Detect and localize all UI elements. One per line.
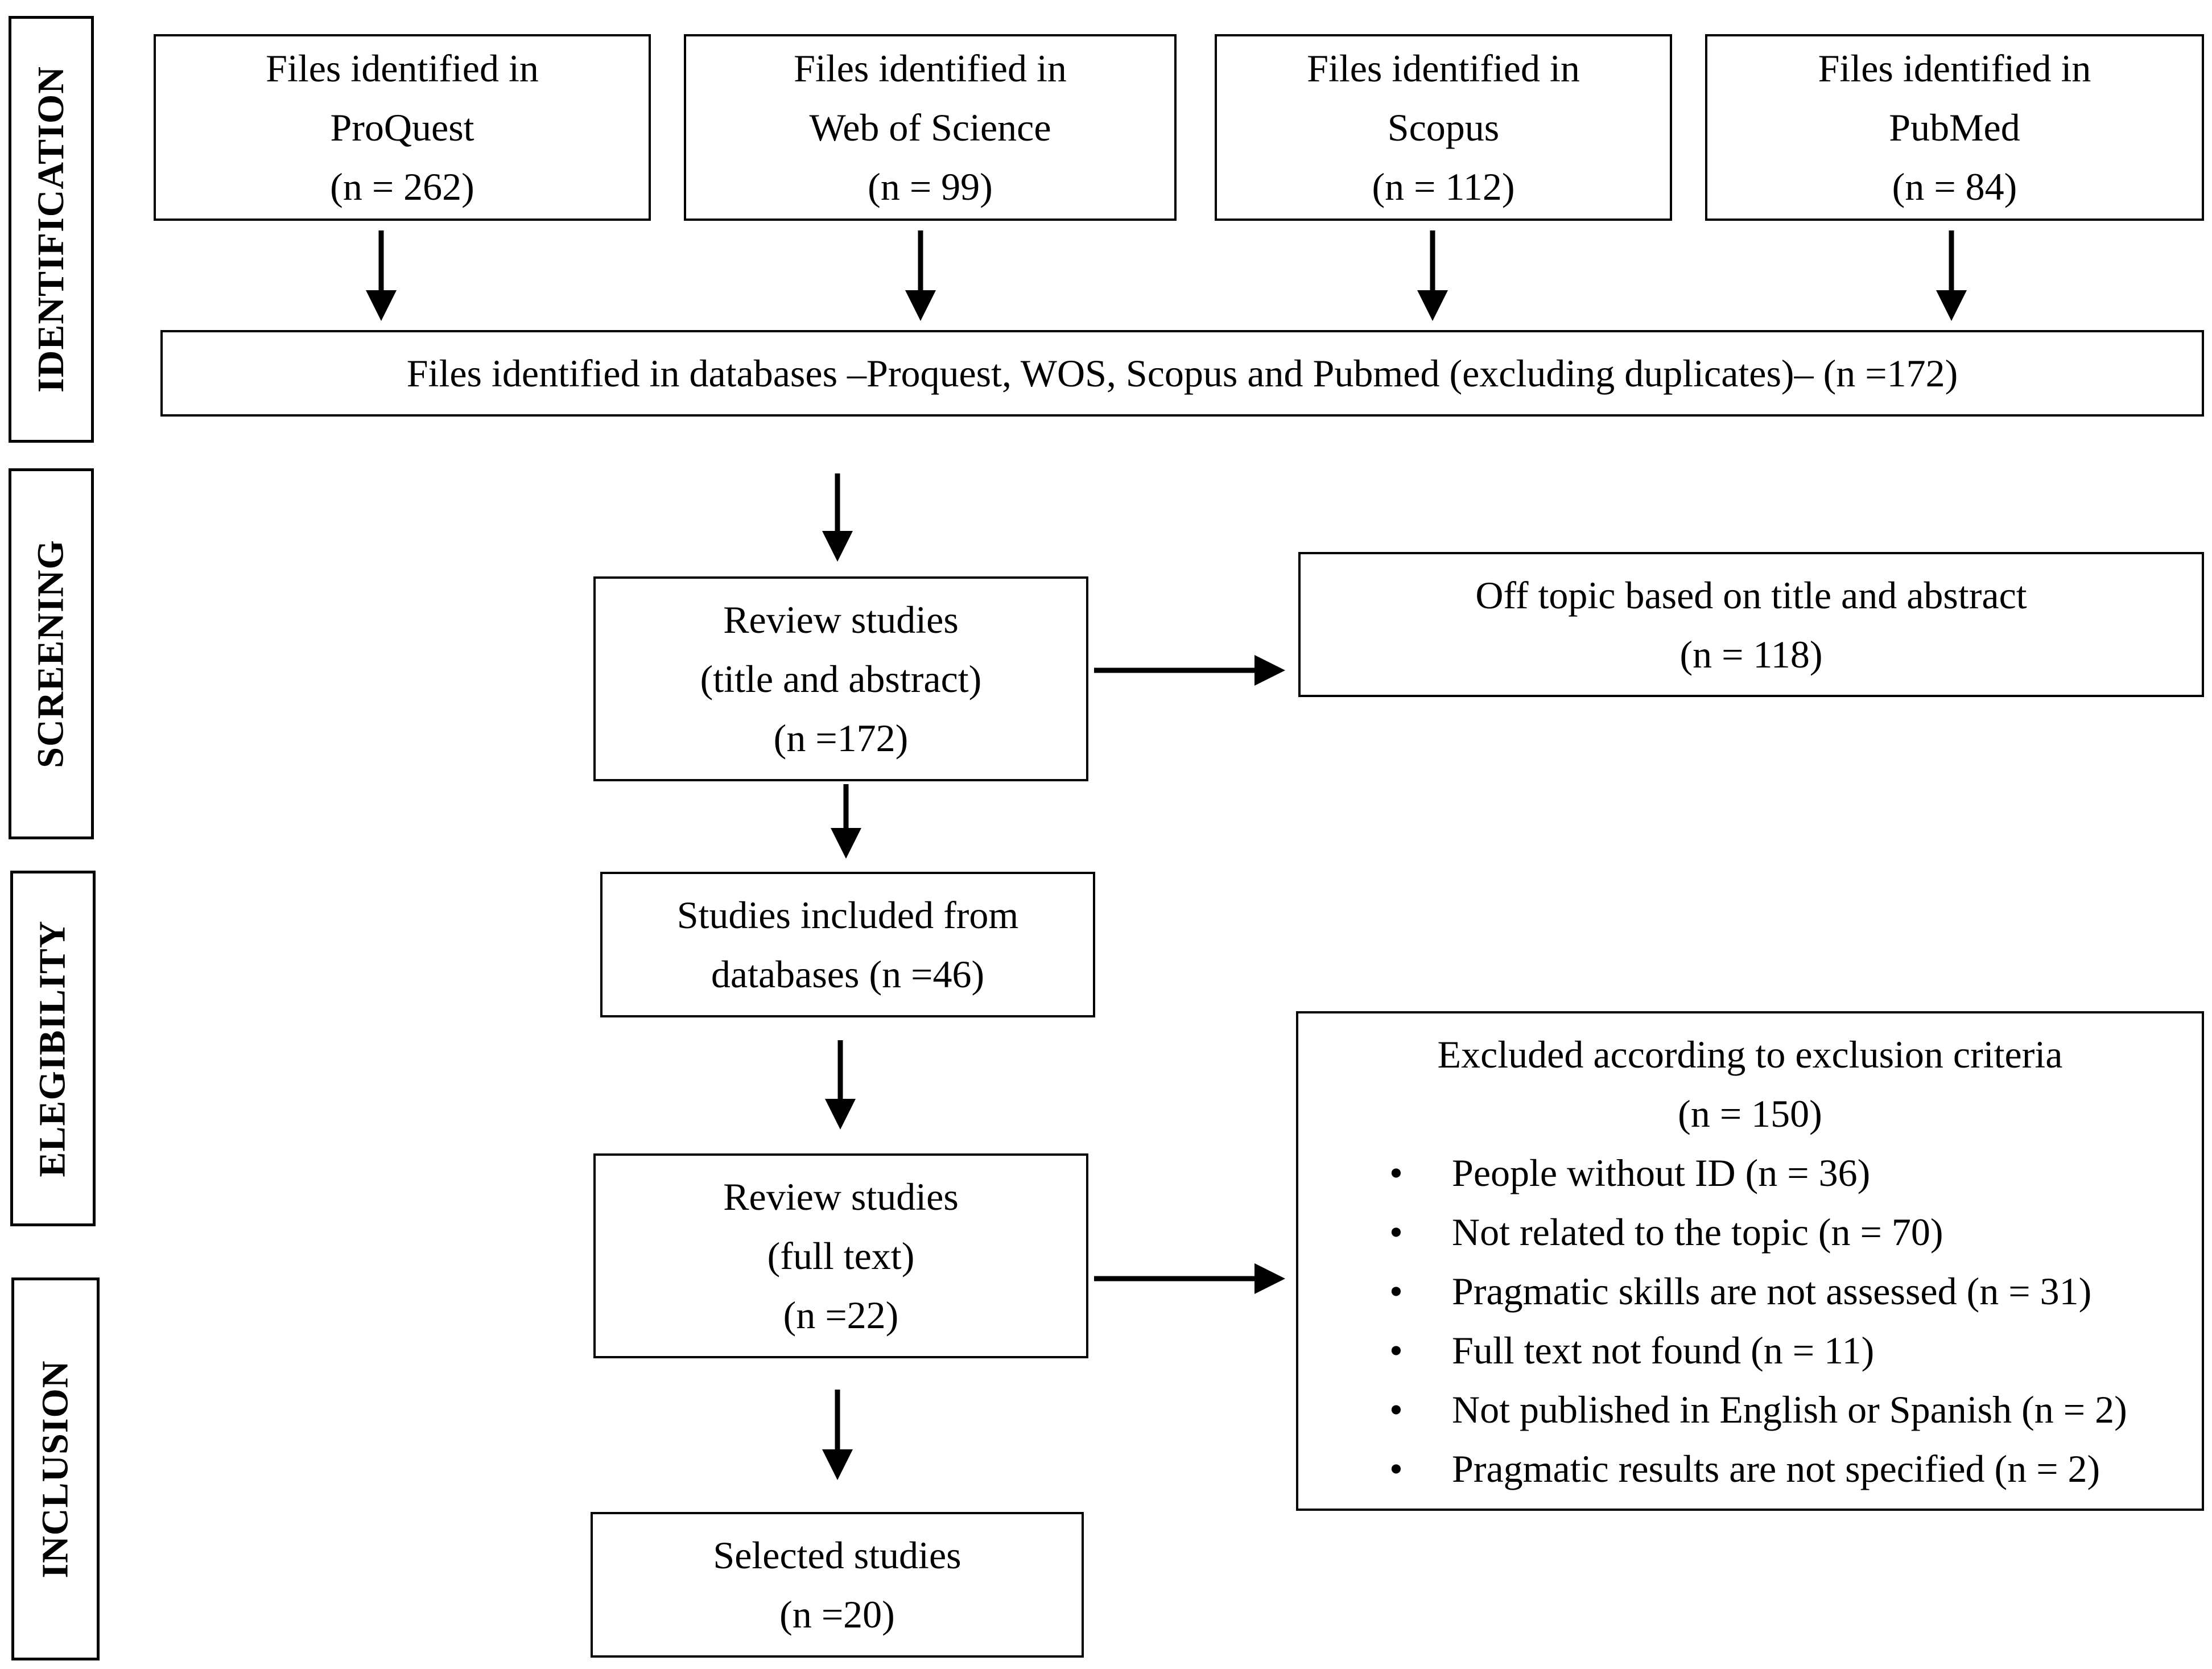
off-topic-label: Off topic based on title and abstract xyxy=(1475,573,2027,617)
off-topic-box: Off topic based on title and abstract (n… xyxy=(1298,552,2204,697)
source-title: Files identified in xyxy=(266,47,539,90)
source-title: Files identified in xyxy=(1307,47,1580,90)
bullet-icon: • xyxy=(1389,1210,1403,1254)
off-topic-count: (n = 118) xyxy=(1679,632,1823,676)
excluded-title: Excluded according to exclusion criteria xyxy=(1437,1033,2063,1076)
stage-inclusion-label: INCLUSION xyxy=(34,1359,76,1579)
stage-screening: SCREENING xyxy=(9,468,94,839)
list-item: • Pragmatic results are not specified (n … xyxy=(1298,1439,2202,1498)
included-from-databases-line1: Studies included from xyxy=(676,893,1019,937)
source-count: (n = 262) xyxy=(330,165,474,208)
review-full-text-line1: Review studies xyxy=(723,1175,959,1218)
source-box-proquest: Files identified in ProQuest (n = 262) xyxy=(154,34,651,221)
stage-eligibility: ELEGIBILITY xyxy=(10,871,96,1226)
excluded-reason: Pragmatic skills are not assessed (n = 3… xyxy=(1452,1270,2092,1313)
source-name: PubMed xyxy=(1889,106,2020,149)
source-box-scopus: Files identified in Scopus (n = 112) xyxy=(1215,34,1672,221)
source-title: Files identified in xyxy=(1818,47,2091,90)
included-from-databases-line2: databases (n =46) xyxy=(711,953,985,996)
stage-identification-label: IDENTIFICATION xyxy=(30,66,72,393)
review-title-abstract-line1: Review studies xyxy=(723,598,959,641)
stage-identification: IDENTIFICATION xyxy=(9,16,94,443)
bullet-icon: • xyxy=(1389,1151,1403,1194)
review-full-text-count: (n =22) xyxy=(783,1293,899,1337)
excluded-reason: People without ID (n = 36) xyxy=(1452,1151,1871,1194)
stage-inclusion: INCLUSION xyxy=(11,1277,100,1660)
included-from-databases-box: Studies included from databases (n =46) xyxy=(600,872,1095,1017)
selected-studies-box: Selected studies (n =20) xyxy=(591,1512,1084,1658)
review-full-text-box: Review studies (full text) (n =22) xyxy=(593,1153,1088,1358)
excluded-count: (n = 150) xyxy=(1678,1092,1822,1135)
excluded-reason: Not published in English or Spanish (n =… xyxy=(1452,1388,2127,1431)
list-item: • Not related to the topic (n = 70) xyxy=(1298,1202,2202,1262)
source-name: Scopus xyxy=(1387,106,1500,149)
bullet-icon: • xyxy=(1389,1388,1403,1431)
list-item: • Full text not found (n = 11) xyxy=(1298,1321,2202,1380)
excluded-reason: Full text not found (n = 11) xyxy=(1452,1329,1875,1372)
source-box-web-of-science: Files identified in Web of Science (n = … xyxy=(684,34,1177,221)
bullet-icon: • xyxy=(1389,1329,1403,1372)
bullet-icon: • xyxy=(1389,1447,1403,1490)
review-title-abstract-count: (n =172) xyxy=(773,716,909,760)
source-name: ProQuest xyxy=(330,106,474,149)
source-count: (n = 84) xyxy=(1892,165,2017,208)
selected-studies-label: Selected studies xyxy=(713,1534,961,1577)
review-full-text-line2: (full text) xyxy=(767,1234,915,1277)
stage-eligibility-label: ELEGIBILITY xyxy=(32,920,73,1177)
source-count: (n = 112) xyxy=(1372,165,1515,208)
review-title-abstract-line2: (title and abstract) xyxy=(700,657,982,700)
source-count: (n = 99) xyxy=(868,165,993,208)
excluded-criteria-box: Excluded according to exclusion criteria… xyxy=(1296,1011,2204,1511)
merged-databases-box: Files identified in databases –Proquest,… xyxy=(160,330,2204,417)
selected-studies-count: (n =20) xyxy=(779,1593,895,1636)
excluded-reason: Not related to the topic (n = 70) xyxy=(1452,1210,1943,1254)
bullet-icon: • xyxy=(1389,1270,1403,1313)
source-name: Web of Science xyxy=(809,106,1051,149)
stage-screening-label: SCREENING xyxy=(30,539,72,768)
list-item: • Pragmatic skills are not assessed (n = … xyxy=(1298,1262,2202,1321)
list-item: • People without ID (n = 36) xyxy=(1298,1143,2202,1202)
excluded-reasons-list: • People without ID (n = 36) • Not related… xyxy=(1298,1143,2202,1498)
excluded-reason: Pragmatic results are not specified (n =… xyxy=(1452,1447,2100,1490)
merged-databases-text: Files identified in databases –Proquest,… xyxy=(406,352,1958,395)
list-item: • Not published in English or Spanish (n … xyxy=(1298,1380,2202,1439)
source-box-pubmed: Files identified in PubMed (n = 84) xyxy=(1705,34,2204,221)
review-title-abstract-box: Review studies (title and abstract) (n =… xyxy=(593,576,1088,781)
source-title: Files identified in xyxy=(794,47,1067,90)
